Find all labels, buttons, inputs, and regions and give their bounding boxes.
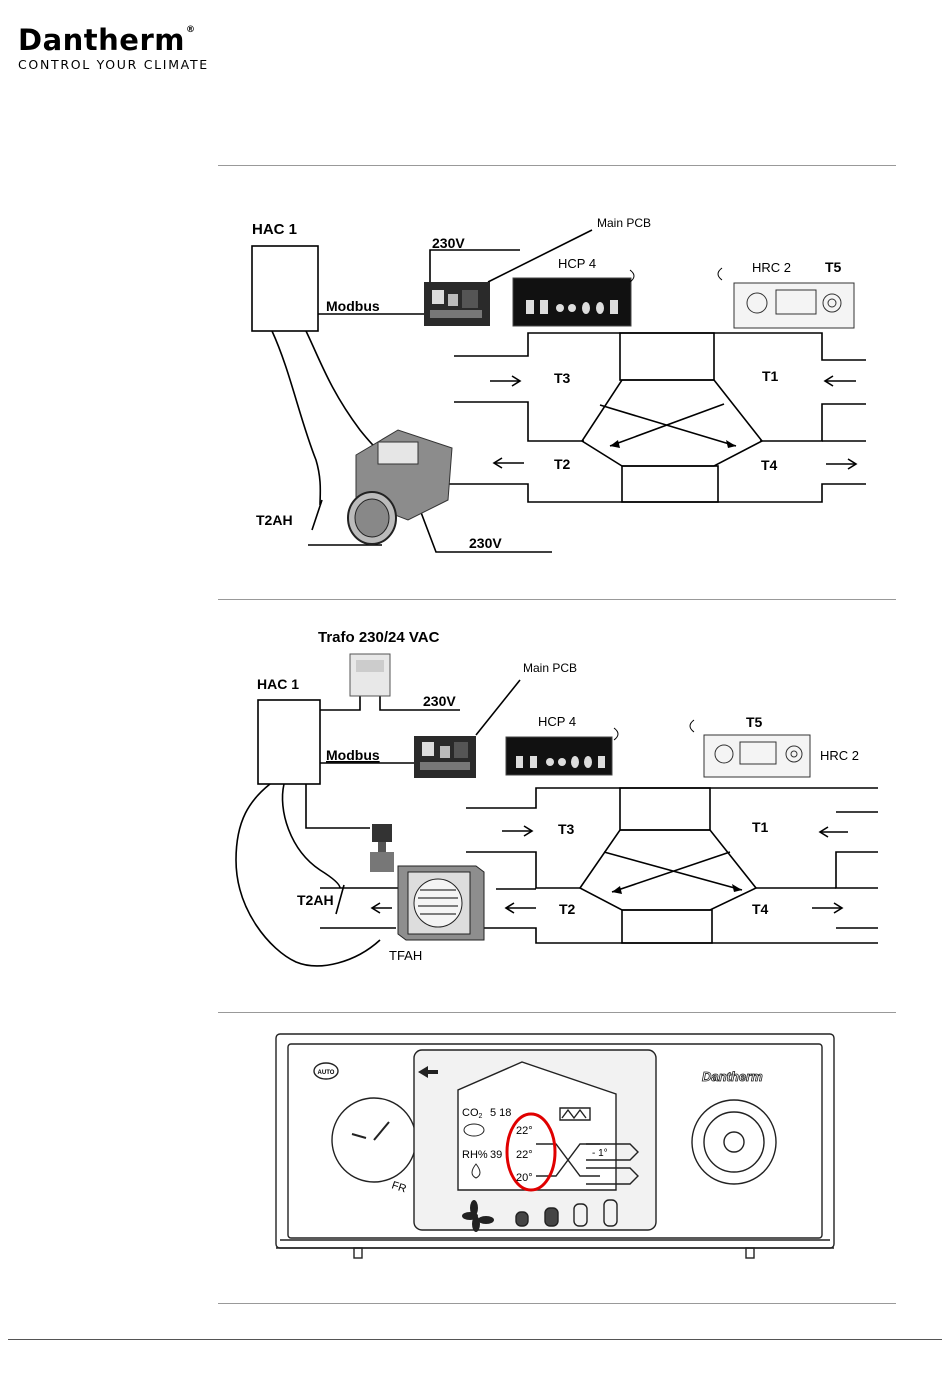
fr-label: FR [390, 1179, 408, 1195]
rh-label: RH% [462, 1149, 488, 1161]
co2-value: 5 18 [490, 1107, 511, 1119]
temp-reading-1: 22° [516, 1125, 533, 1137]
auto-mode-icon: AUTO [314, 1063, 338, 1079]
rh-value: 39 [490, 1149, 502, 1161]
svg-text:AUTO: AUTO [318, 1070, 335, 1076]
panel-brand-logo: Dantherm [702, 1069, 763, 1084]
temp-delta: - 1° [592, 1148, 608, 1159]
temp-reading-2: 22° [516, 1149, 533, 1161]
temp-reading-3: 20° [516, 1172, 533, 1184]
